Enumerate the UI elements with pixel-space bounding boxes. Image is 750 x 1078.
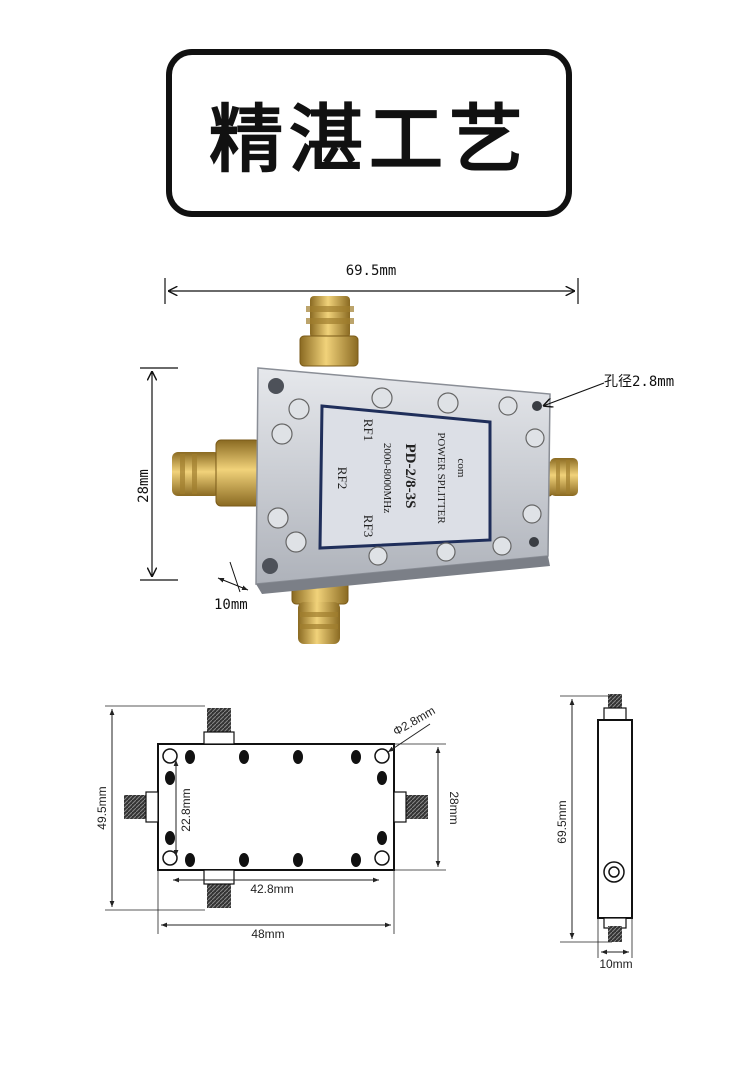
front-hole-label: Φ2.8mm (391, 703, 438, 738)
front-bottom-connector-knurl (207, 884, 231, 908)
plate-rf2: RF2 (335, 467, 350, 489)
photo-connector-label: 10mm (214, 597, 248, 613)
photo-top-connector (299, 296, 359, 367)
side-length-label: 69.5mm (555, 800, 569, 843)
plate-frequency: 2000-8000MHz (381, 443, 393, 513)
product-photo: 69.5mm 28mm (136, 263, 674, 644)
photo-height-label: 28mm (136, 469, 152, 503)
page-title: 精湛工艺 (209, 96, 529, 183)
title-box: 精湛工艺 (166, 49, 572, 217)
photo-left-connector (172, 439, 261, 507)
side-port-inner (608, 866, 620, 878)
front-inner-width-label: 42.8mm (250, 882, 293, 896)
side-top-connector-nut (603, 707, 627, 721)
front-body (157, 743, 395, 871)
front-right-connector-knurl (404, 795, 428, 819)
front-top-connector-nut (203, 731, 235, 745)
photo-hole-label: 孔径2.8mm (604, 374, 674, 390)
photo-width-label: 69.5mm (346, 263, 397, 279)
front-bottom-connector-nut (203, 869, 235, 885)
plate-rf1: RF1 (361, 419, 376, 441)
front-inner-height-label: 22.8mm (179, 788, 193, 831)
photo-screws (262, 378, 545, 574)
front-overall-height-label: 49.5mm (95, 786, 109, 829)
front-holes (162, 748, 390, 867)
side-body (597, 719, 633, 919)
plate-rf3: RF3 (361, 515, 376, 537)
photo-housing-edge (256, 556, 550, 594)
photo-label-plate: com POWER SPLITTER PD-2/8-3S 2000-8000MH… (318, 404, 492, 550)
front-body-height-label: 28mm (447, 791, 461, 824)
side-bottom-connector-knurl (608, 926, 622, 942)
photo-width-dimension: 69.5mm (164, 263, 579, 304)
front-hole-leader (387, 723, 431, 753)
plate-brand: com (455, 459, 467, 478)
side-thickness-label: 10mm (599, 957, 632, 971)
plate-model: PD-2/8-3S (402, 444, 418, 509)
front-drawing: Φ2.8mm 49.5mm 28mm 22.8mm 42.8mm 48mm (95, 703, 461, 941)
photo-hole-callout: 孔径2.8mm (543, 374, 674, 406)
front-left-connector-knurl (124, 795, 148, 819)
photo-height-dimension: 28mm (136, 367, 178, 581)
side-drawing: 69.5mm 10mm (555, 694, 633, 971)
photo-connector-dimension: 10mm (214, 561, 249, 613)
front-left-connector-nut (145, 791, 159, 823)
front-right-connector-nut (393, 791, 407, 823)
front-body-width-label: 48mm (251, 927, 284, 941)
front-top-connector-knurl (207, 708, 231, 734)
plate-power-splitter: POWER SPLITTER (435, 432, 447, 524)
